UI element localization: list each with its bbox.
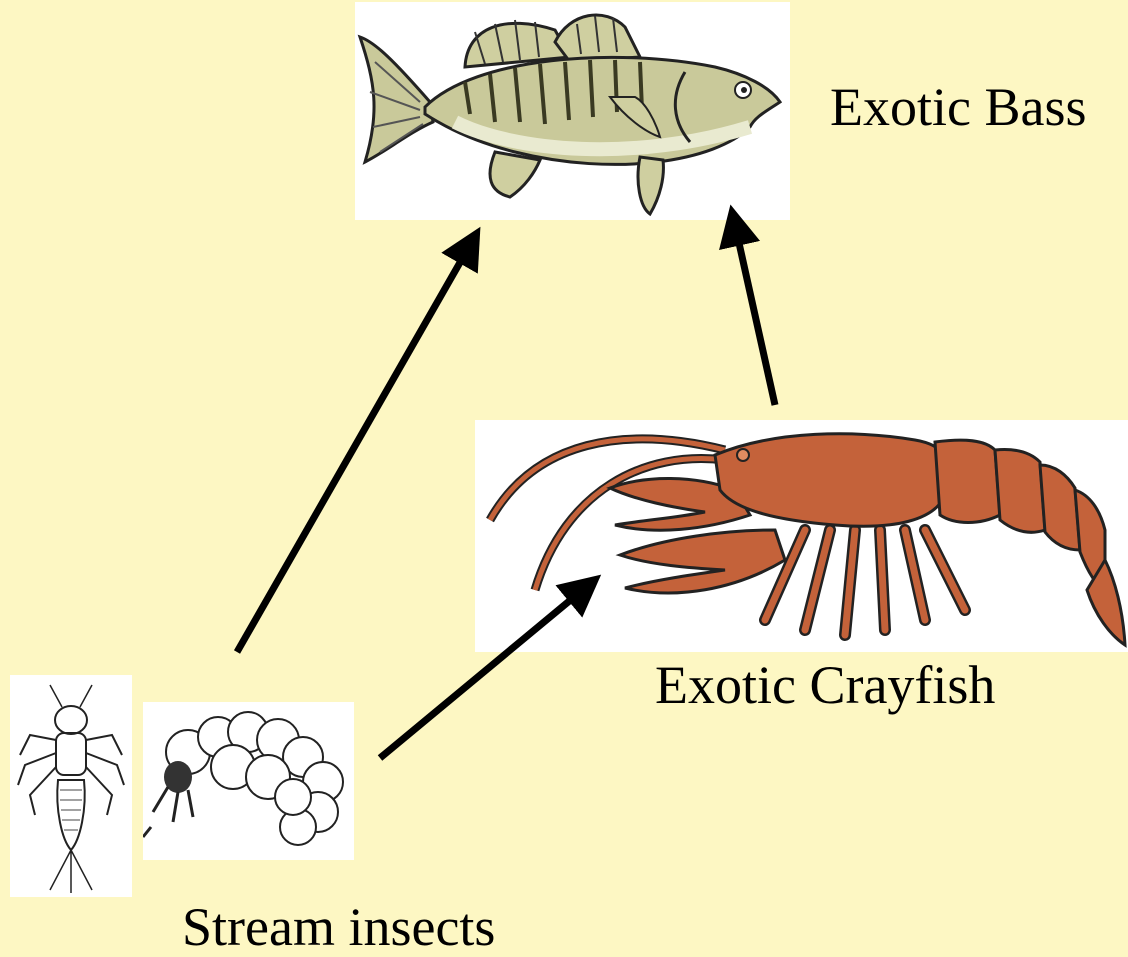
label-stream-insects: Stream insects	[182, 900, 495, 954]
arrow-insects-to-bass	[237, 245, 470, 652]
label-exotic-bass: Exotic Bass	[830, 80, 1086, 134]
arrow-insects-to-crayfish	[380, 588, 585, 758]
arrow-crayfish-to-bass	[735, 225, 775, 405]
label-exotic-crayfish: Exotic Crayfish	[655, 658, 995, 712]
